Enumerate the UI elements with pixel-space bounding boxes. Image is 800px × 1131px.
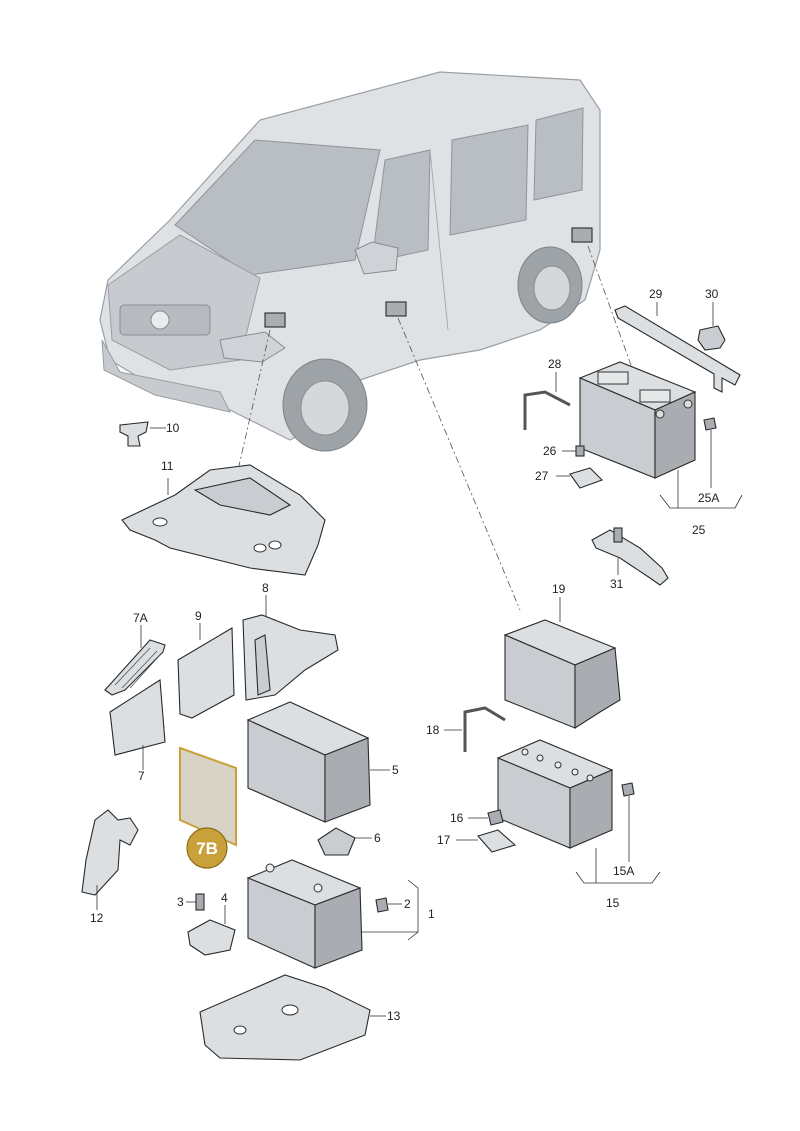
callout-2: 2 <box>404 897 411 911</box>
callout-31: 31 <box>610 577 624 591</box>
callout-16: 16 <box>450 811 464 825</box>
callout-3: 3 <box>177 895 184 909</box>
callout-26: 26 <box>543 444 557 458</box>
callout-17: 17 <box>437 833 451 847</box>
van-illustration <box>99 71 601 452</box>
callout-5: 5 <box>392 763 399 777</box>
part-19-cover: 19 <box>503 582 621 730</box>
callout-7B-badge <box>186 827 228 869</box>
callout-7B: 7B <box>196 839 218 858</box>
part-9-panel: 9 <box>177 609 235 719</box>
callout-19: 19 <box>552 582 566 596</box>
part-10-clip: 10 <box>119 421 180 447</box>
part-25-battery <box>578 361 697 479</box>
part-26-bolt: 26 <box>543 444 585 458</box>
callout-15: 15 <box>606 896 620 910</box>
battery-location-marker-middle <box>385 301 407 317</box>
part-7A-grille: 7A <box>104 611 166 696</box>
callout-18: 18 <box>426 723 440 737</box>
callout-1: 1 <box>428 907 435 921</box>
part-17-clamp: 17 <box>437 829 517 853</box>
part-16-nut: 16 <box>450 809 504 826</box>
part-30-clip: 30 <box>697 287 726 351</box>
part-15-battery <box>496 739 614 849</box>
part-15A-screw: 15A <box>613 782 635 878</box>
callout-30: 30 <box>705 287 719 301</box>
part-12-bracket: 12 <box>81 809 139 925</box>
callout-9: 9 <box>195 609 202 623</box>
part-27-clamp: 27 <box>535 467 603 489</box>
callout-27: 27 <box>535 469 549 483</box>
callout-10: 10 <box>166 421 180 435</box>
callout-4: 4 <box>221 891 228 905</box>
part-3-bolt: 3 <box>177 893 205 911</box>
part-6-cover: 6 <box>317 827 381 856</box>
callout-6: 6 <box>374 831 381 845</box>
callout-25A: 25A <box>698 491 719 505</box>
callout-11: 11 <box>161 459 174 473</box>
part-7B-highlight: 7B <box>179 746 237 869</box>
part-25A-screw: 25A <box>698 417 719 505</box>
callout-25: 25 <box>692 523 706 537</box>
part-1-battery <box>246 859 363 969</box>
part-29-bracket: 29 <box>614 287 741 393</box>
part-13-tray: 13 <box>199 974 401 1061</box>
part-18-cable: 18 <box>426 706 506 752</box>
battery-location-marker-front <box>264 312 286 328</box>
callout-15A: 15A <box>613 864 634 878</box>
part-31-terminal: 31 <box>591 527 669 591</box>
part-11-tray: 11 <box>121 459 326 576</box>
callout-12: 12 <box>90 911 104 925</box>
callout-7: 7 <box>138 769 145 783</box>
callout-13: 13 <box>387 1009 401 1023</box>
callout-29: 29 <box>649 287 663 301</box>
battery-location-marker-rear <box>571 227 593 243</box>
callout-7A: 7A <box>133 611 148 625</box>
callout-8: 8 <box>262 581 269 595</box>
callout-28: 28 <box>548 357 562 371</box>
part-7-panel: 7 <box>109 679 166 783</box>
part-4-clamp: 4 <box>187 891 236 956</box>
part-5-battery: 5 <box>246 701 399 823</box>
part-28-cable: 28 <box>523 357 571 430</box>
part-2-screw: 2 <box>375 897 411 913</box>
part-8-guard: 8 <box>242 581 339 701</box>
